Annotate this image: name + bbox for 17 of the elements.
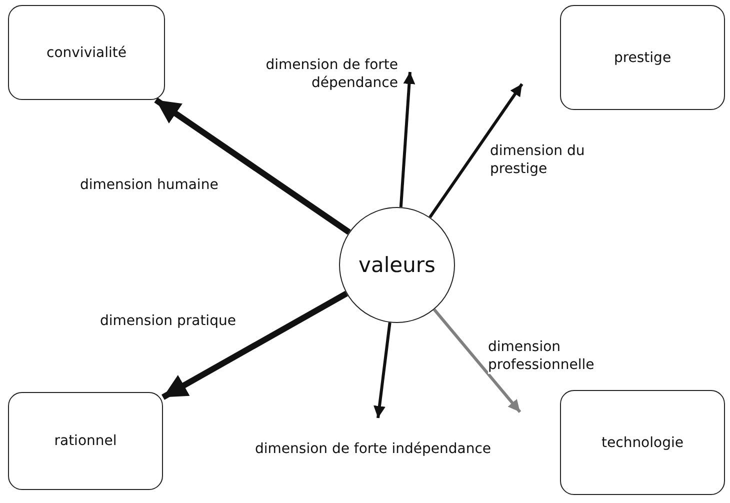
node-label: technologie <box>602 434 684 450</box>
category-box <box>560 5 725 110</box>
arrow <box>374 322 392 418</box>
node-label: valeurs <box>358 253 436 277</box>
node-label: prestige <box>614 50 672 66</box>
node-label: rationnel <box>54 433 117 449</box>
arrow <box>428 83 524 218</box>
category-box <box>560 390 725 495</box>
arrow <box>399 72 416 208</box>
node-label: convivialité <box>46 44 126 60</box>
category-box <box>8 392 163 490</box>
category-box <box>8 5 165 100</box>
arrow <box>433 308 522 413</box>
edge-label: dimension de forte indépendance <box>255 440 492 458</box>
edge-label: dimension pratique <box>100 312 236 330</box>
arrow <box>154 98 351 235</box>
arrow <box>162 290 348 400</box>
